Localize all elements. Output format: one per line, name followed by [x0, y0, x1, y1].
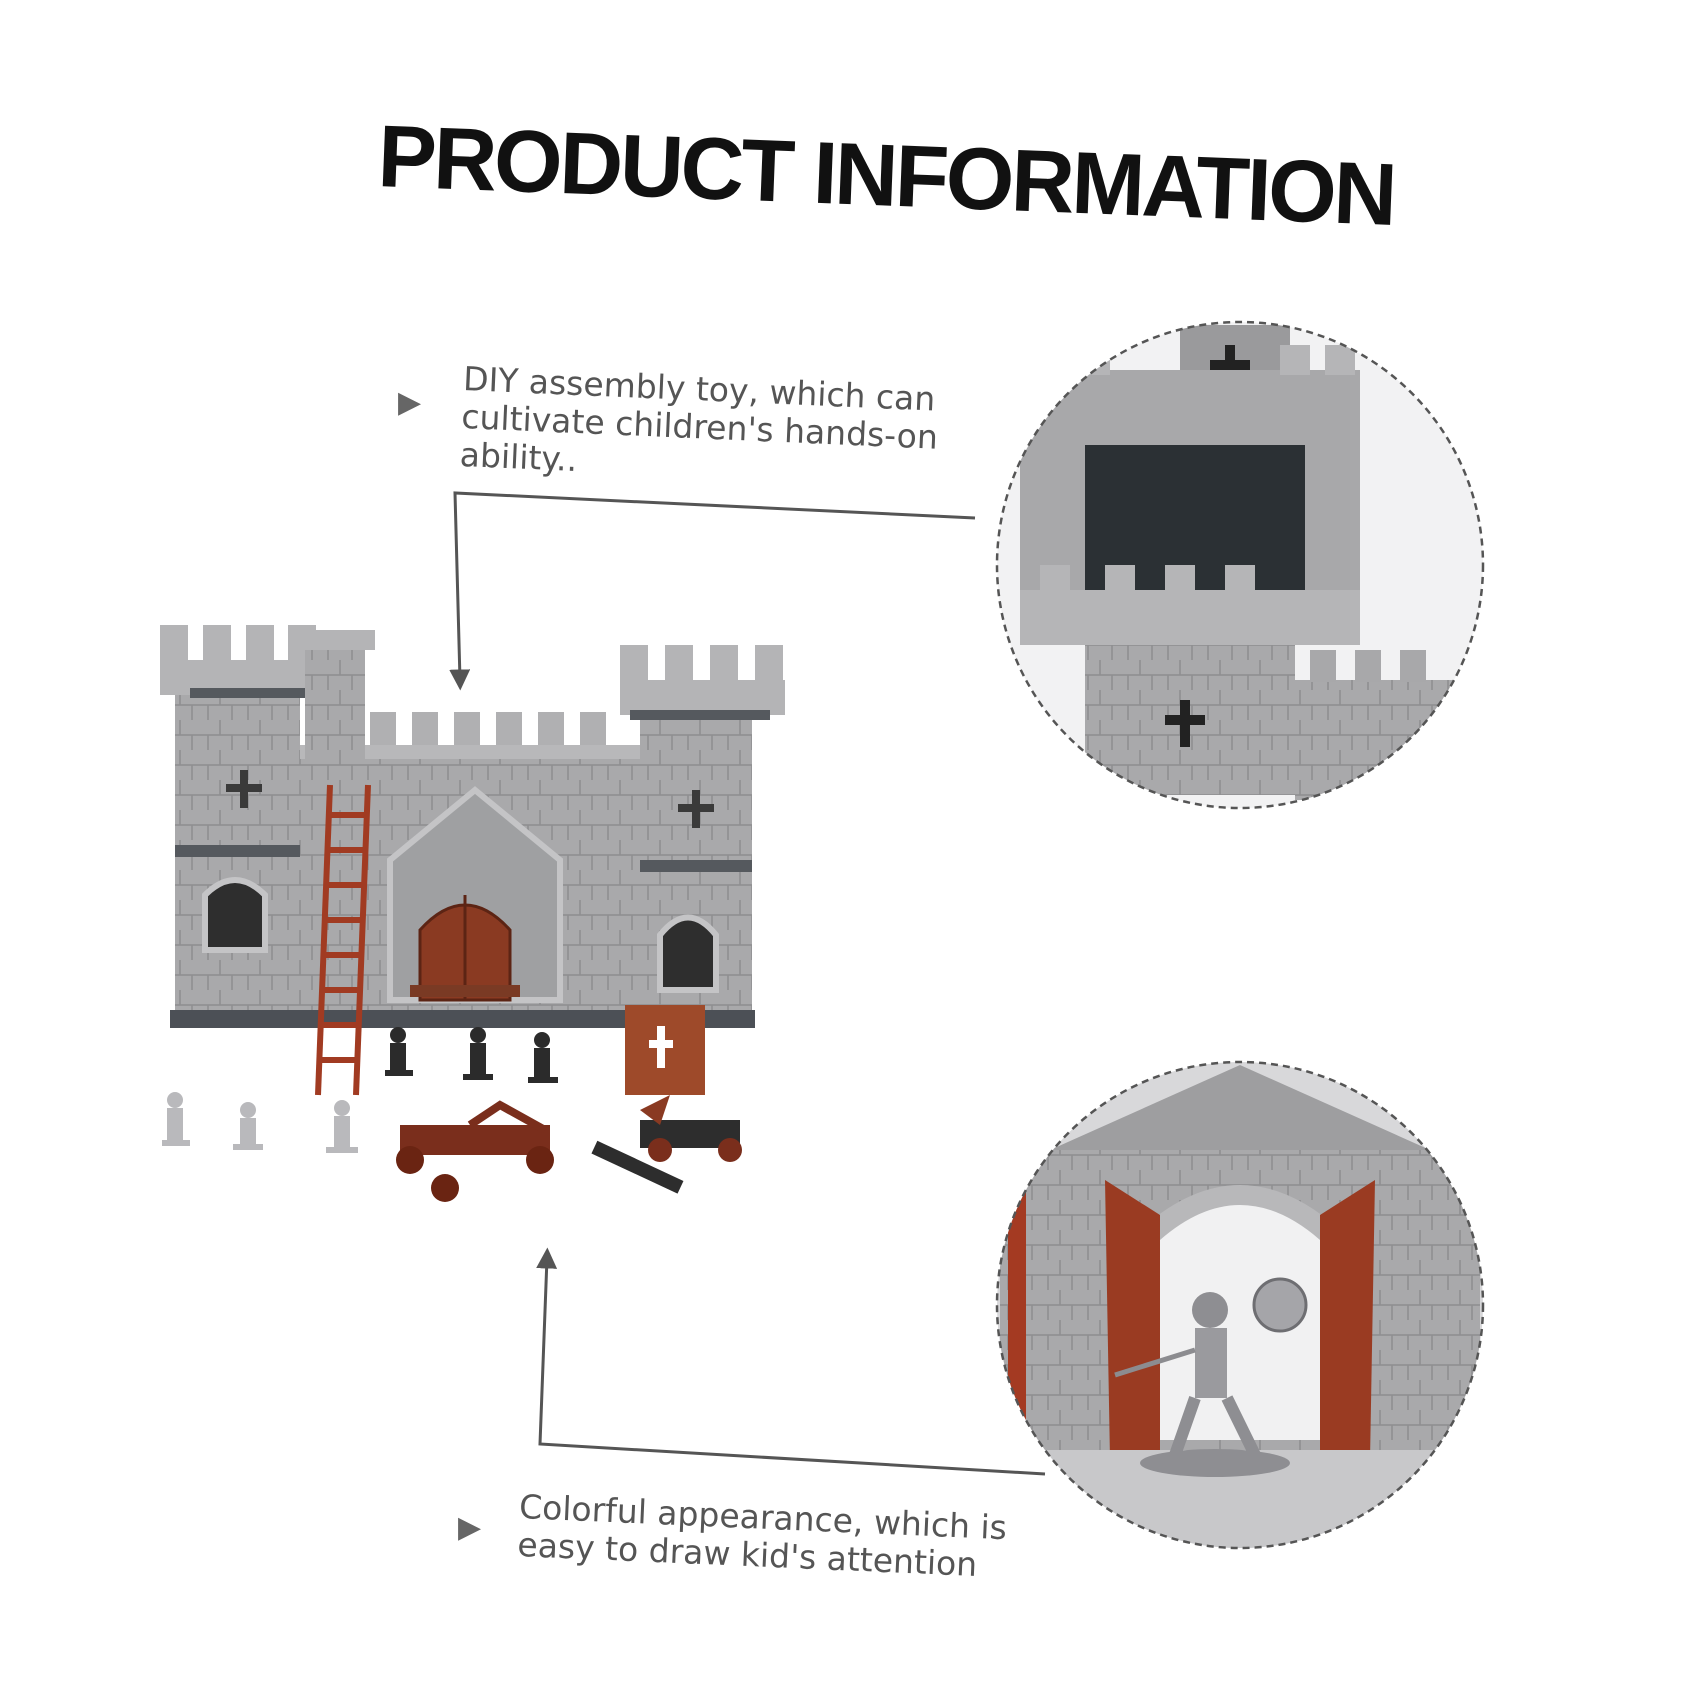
connector-top [449, 491, 976, 691]
castle-gate-knight-closeup-image [995, 1060, 1485, 1550]
triangle-right-icon: ▶ [458, 1510, 482, 1545]
castle-tower-closeup-image [995, 320, 1485, 810]
connector-bottom [536, 1247, 1046, 1476]
catapult-red [396, 1100, 554, 1202]
catapult-dark [591, 1095, 742, 1194]
castle-toy-set-image [160, 625, 785, 1202]
triangle-right-icon: ▶ [398, 385, 422, 420]
